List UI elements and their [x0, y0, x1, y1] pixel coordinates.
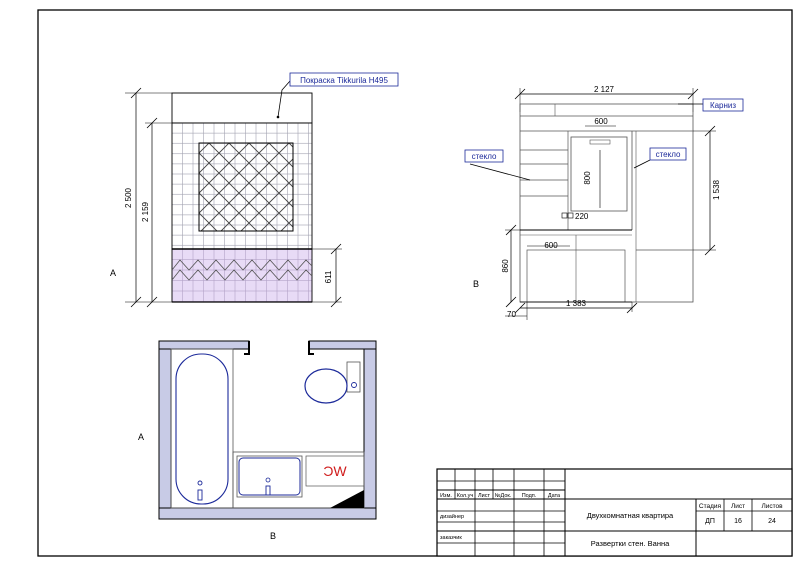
vanity-sink — [238, 457, 301, 496]
plan-label-a: A — [138, 432, 144, 442]
dim-tick — [514, 302, 526, 314]
dim-tick — [505, 296, 517, 308]
cornice-callout-box — [702, 98, 744, 112]
vanity-counter — [232, 451, 365, 509]
tb-sheets-value: 24 — [768, 518, 776, 525]
tb-sheets-label: Листов — [761, 503, 783, 510]
tb-stage-label: Стадия — [699, 503, 722, 510]
dim-shelf-label: 220 — [575, 212, 589, 221]
tb-header-2: Лист — [478, 493, 490, 499]
title-block: Изм. Кол.уч Лист №Док. Подп. Дата дизайн… — [436, 468, 793, 557]
dim-mirror-h-label: 800 — [583, 171, 592, 185]
paint-leader — [277, 80, 291, 118]
dim-tick — [330, 296, 342, 308]
dim-tick — [146, 296, 158, 308]
dim-cabinet-label: 600 — [544, 241, 558, 250]
tb-header-5: Дата — [548, 493, 561, 499]
wm-triangle — [330, 490, 364, 508]
plan-wall-right — [363, 340, 377, 520]
dim-tick — [704, 244, 716, 256]
glass-left-callout-box — [464, 149, 504, 163]
dim-width-label: 2 127 — [594, 85, 615, 94]
lilac-zigzag-lower — [171, 269, 313, 281]
title-block-frame — [436, 468, 793, 557]
sheet-frame — [37, 9, 793, 557]
dim-tick — [130, 296, 142, 308]
lilac-zigzag — [171, 259, 313, 271]
toilet-flush — [351, 382, 357, 388]
glass-left-leader — [469, 163, 531, 181]
glass-left-label: стекло — [472, 152, 497, 161]
toilet-bowl — [304, 368, 348, 404]
tb-stage-value: ДП — [705, 518, 715, 525]
shelf-marker — [567, 212, 574, 219]
upper-paint-band — [171, 92, 313, 124]
bathtub-faucet — [197, 489, 203, 501]
toilet-tank — [346, 361, 361, 393]
lilac-tile-band — [171, 248, 313, 303]
paint-callout-label: Покраска Tikkurila H495 — [300, 76, 388, 85]
door-jamb-right — [308, 341, 314, 355]
paint-callout-box — [289, 72, 399, 87]
tb-drawing-title: Развертки стен. Ванна — [591, 539, 670, 548]
dim-tick — [130, 87, 142, 99]
plan-wall-left — [158, 340, 172, 520]
view-letter-a: A — [110, 268, 116, 278]
tb-header-4: Подп. — [522, 493, 537, 499]
tb-header-0: Изм. — [440, 493, 452, 499]
mirror-cabinet — [570, 136, 628, 212]
plan-wall-top-left — [158, 340, 250, 350]
sink-drain — [265, 477, 271, 483]
tb-row-client: заказчик — [440, 535, 462, 541]
door-jamb-left — [244, 341, 250, 355]
tb-sheet-label: Лист — [731, 503, 745, 510]
dim-left-label: 860 — [501, 259, 510, 273]
glass-right-label: стекло — [656, 150, 681, 159]
dim-tick — [514, 88, 526, 100]
dim-tick — [505, 224, 517, 236]
dim-tick — [687, 88, 699, 100]
dim-tick — [626, 302, 638, 314]
dim-total-label: 2 500 — [124, 187, 133, 208]
dim-bottom-label: 1 383 — [566, 299, 587, 308]
wm-box — [305, 455, 365, 487]
dim-tile-label: 2 159 — [141, 201, 150, 222]
bathtub-frame — [170, 348, 234, 509]
tb-header-1: Кол.уч — [457, 493, 474, 499]
shelf-marker — [561, 212, 568, 219]
plan-label-b: B — [270, 531, 276, 541]
bathtub-drain — [197, 480, 203, 486]
dim-tick — [704, 125, 716, 137]
tb-row-design: дизайнер — [440, 513, 464, 520]
dim-lower-label: 611 — [324, 270, 333, 283]
elevation-b: 2 127 600 800 220 600 — [464, 85, 744, 320]
glass-right-leader — [633, 159, 651, 169]
tb-sheet-value: 16 — [734, 518, 742, 525]
dim-tick — [330, 243, 342, 255]
elevation-a: Покраска Tikkurila H495 2 500 2 159 611 … — [110, 72, 399, 308]
dim-right-label: 1 538 — [712, 179, 721, 200]
dim-offset-label: 70 — [507, 310, 516, 319]
tb-header-3: №Док. — [495, 493, 512, 499]
dim-tick — [146, 117, 158, 129]
plan-wall-top-right — [308, 340, 377, 350]
view-letter-b: B — [473, 279, 479, 289]
plan-wall-bottom — [158, 507, 377, 520]
floor-plan: WC A B — [138, 340, 377, 541]
diamond-decor-panel — [198, 142, 294, 232]
wm-mark: WC — [323, 463, 346, 479]
vanity-sink-cabinet — [236, 455, 303, 498]
glass-right-callout-box — [649, 147, 687, 161]
wall-outline — [519, 103, 694, 303]
cornice-label: Карниз — [710, 101, 736, 110]
mirror-light — [589, 139, 611, 145]
tb-project-title: Двухкомнатная квартира — [587, 511, 674, 520]
sink-faucet — [265, 485, 271, 496]
bathtub-basin — [175, 353, 229, 505]
dim-mirror-w-label: 600 — [594, 117, 608, 126]
paint-leader-dot — [276, 115, 280, 119]
